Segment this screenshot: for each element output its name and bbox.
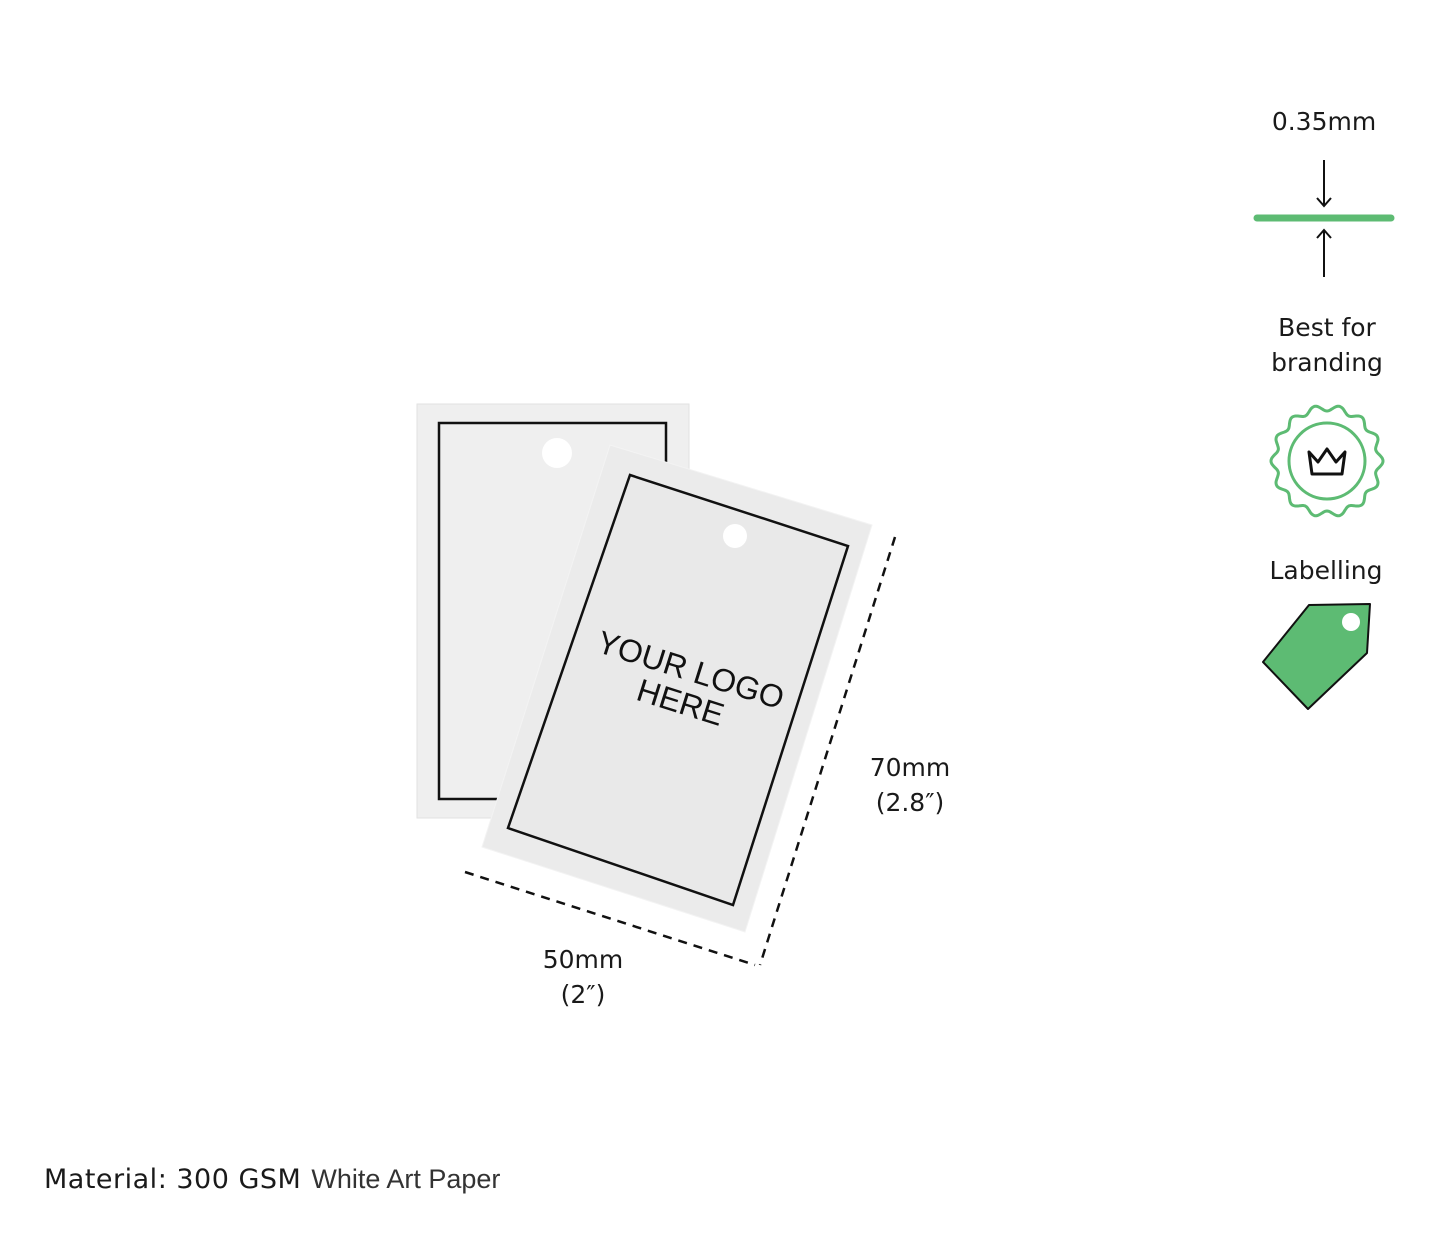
height-dimension-line xyxy=(758,536,897,966)
labelling-label: Labelling xyxy=(1269,556,1383,585)
material-value: White Art Paper xyxy=(311,1164,501,1194)
material-label: Material: 300 GSM xyxy=(44,1164,302,1195)
crown-badge-icon xyxy=(1269,404,1385,518)
material-info: Material: 300 GSM White Art Paper xyxy=(44,1164,500,1195)
height-mm: 70mm xyxy=(869,753,951,782)
front-tag: YOUR LOGO HERE xyxy=(481,444,873,933)
thickness-label: 0.35mm xyxy=(1271,107,1377,136)
price-tag-icon xyxy=(1262,603,1371,710)
width-in: (2″) xyxy=(560,980,606,1009)
branding-label: Best for branding xyxy=(1271,313,1383,377)
width-dimension-line xyxy=(464,870,756,967)
height-in: (2.8″) xyxy=(875,788,945,817)
thickness-arrows-icon xyxy=(1253,160,1395,277)
width-mm: 50mm xyxy=(542,945,624,974)
